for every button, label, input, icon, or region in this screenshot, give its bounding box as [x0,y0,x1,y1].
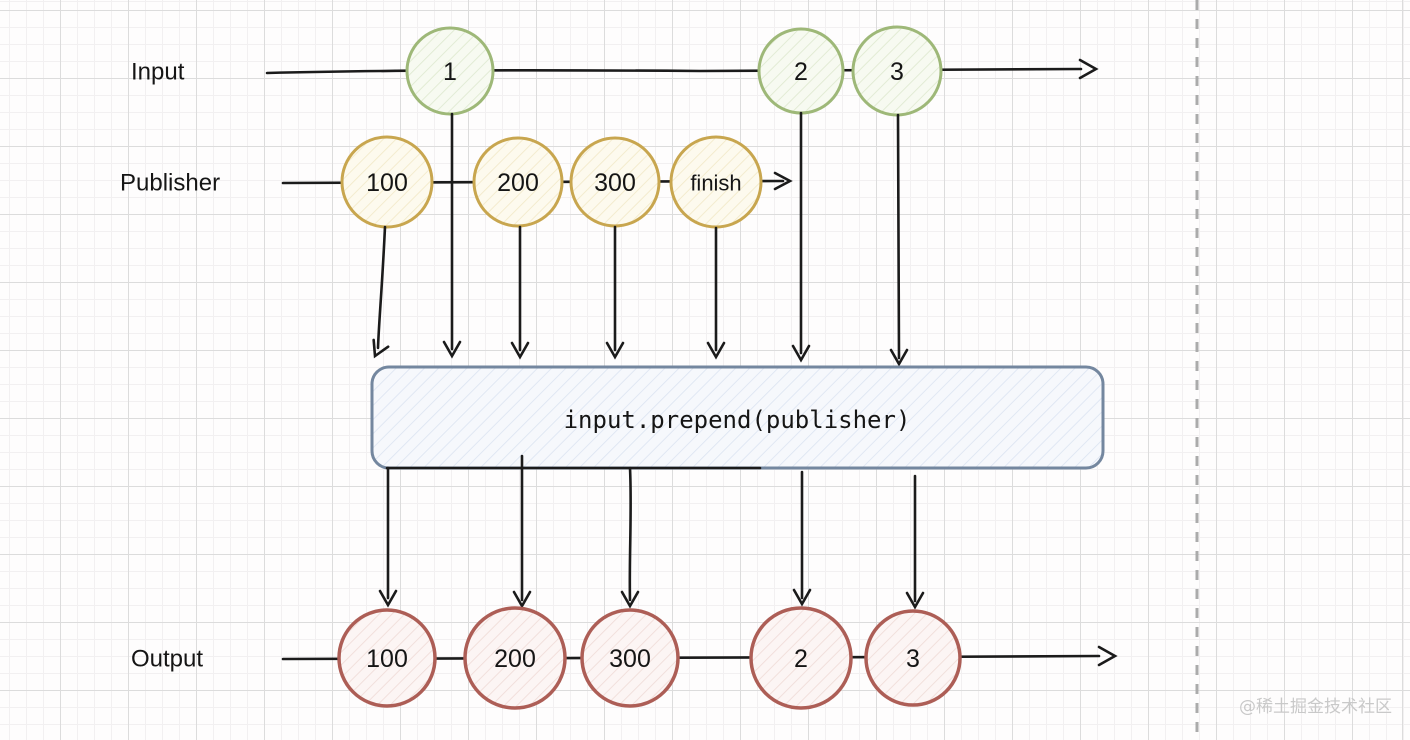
publisher-event-marble: 100 [340,135,434,229]
publisher-event-marble: finish [669,135,763,229]
publisher-timeline-arrowhead-icon [773,171,793,191]
event-circle [864,609,962,707]
input-timeline-arrowhead-icon [1078,58,1099,80]
event-value: 300 [609,645,651,673]
arrow-down-icon [889,348,909,367]
arrow-line [628,466,633,602]
arrow-down-icon [792,588,812,607]
event-value: 2 [794,58,808,86]
event-circle [405,26,495,116]
arrow-down-icon [510,341,530,360]
output-event-marble: 3 [864,609,962,707]
event-value: 200 [497,169,539,197]
arrow-down-icon [706,341,726,360]
arrow-down-icon [442,340,462,359]
input-event-marble: 3 [851,25,943,117]
input-row-label: Input [131,59,185,86]
event-value: 2 [794,645,808,673]
operator-label: input.prepend(publisher) [564,406,911,434]
event-value: 300 [594,169,636,197]
arrow-down-icon [620,590,640,609]
publisher-row: Publisher 100 200 300 finish [120,135,793,229]
event-circle [337,608,437,708]
event-value: 3 [906,645,920,673]
output-timeline-arrowhead-icon [1097,645,1118,667]
arrow-down-icon [378,589,398,608]
event-circle [472,136,564,228]
publisher-event-marble: 300 [569,136,661,228]
event-value: 100 [366,645,408,673]
arrow-down-icon [512,590,532,609]
event-value: 200 [494,645,536,673]
output-event-marble: 200 [463,606,567,710]
input-row: Input 1 2 3 [131,25,1099,117]
output-row-label: Output [131,646,203,673]
publisher-row-label: Publisher [120,170,220,197]
arrow-down-icon [791,344,811,363]
event-value: 1 [443,58,457,86]
arrow-down-icon [605,341,625,360]
output-row: Output 100 200 300 2 3 [131,606,1118,710]
operator-box: input.prepend(publisher) [370,365,1105,470]
input-timeline [265,67,1083,75]
event-value: finish [690,171,741,196]
input-event-marble: 2 [757,27,845,115]
arrow-down-left-icon [372,338,390,359]
operator-to-output-arrows [378,454,925,610]
event-circle [749,606,853,710]
publisher-event-marble: 200 [472,136,564,228]
event-circle [463,606,567,710]
event-value: 100 [366,169,408,197]
events-to-operator-arrows [372,111,909,367]
event-circle [580,608,680,708]
event-value: 3 [890,58,904,86]
arrow-down-icon [905,591,925,610]
output-event-marble: 100 [337,608,437,708]
input-event-marble: 1 [405,26,495,116]
output-event-marble: 2 [749,606,853,710]
output-event-marble: 300 [580,608,680,708]
arrow-line [376,225,387,350]
watermark-text: @稀土掘金技术社区 [1239,697,1392,717]
arrow-line [896,113,901,360]
event-circle [340,135,434,229]
